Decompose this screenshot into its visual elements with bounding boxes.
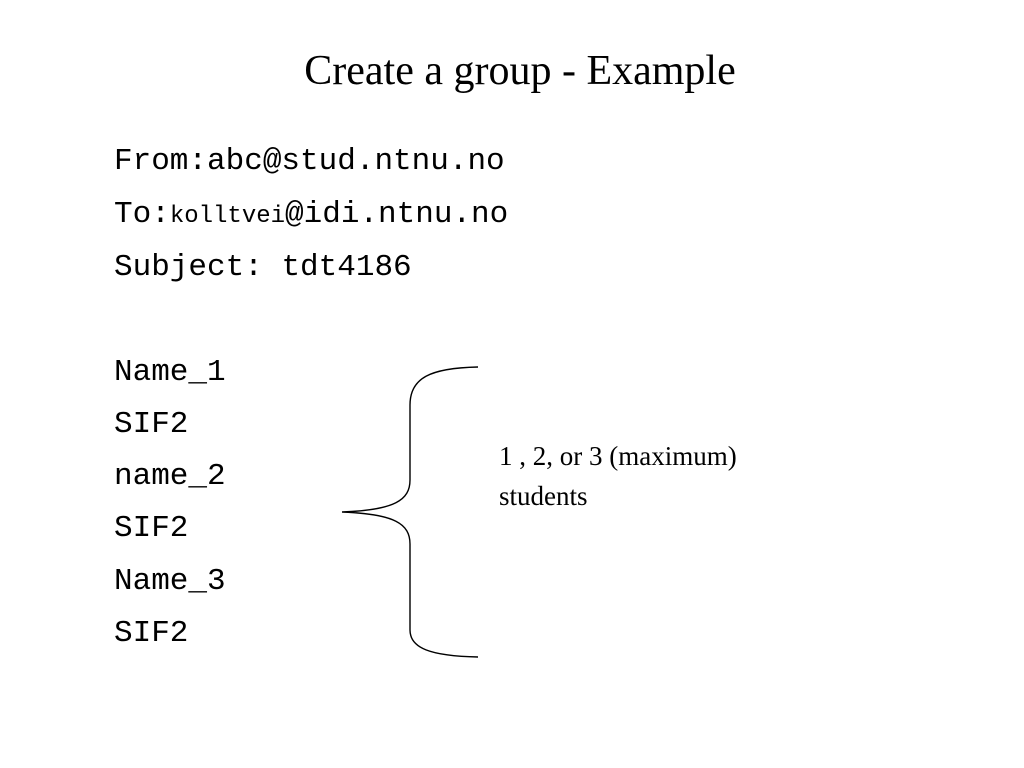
member-name-2: name_2	[114, 459, 226, 494]
from-line: From:abc@stud.ntnu.no	[114, 142, 505, 182]
to-line: To:kolltvei@idi.ntnu.no	[114, 195, 508, 237]
group-size-note: 1 , 2, or 3 (maximum) students	[499, 436, 737, 516]
member-program-2: SIF2	[114, 511, 189, 546]
to-domain: @idi.ntnu.no	[285, 197, 509, 232]
from-address: abc@stud.ntnu.no	[207, 144, 505, 179]
member-name-1: Name_1	[114, 355, 226, 390]
member-name-3: Name_3	[114, 564, 226, 599]
member-program-1: SIF2	[114, 407, 189, 442]
member-program-3: SIF2	[114, 616, 189, 651]
subject-label: Subject:	[114, 250, 263, 285]
slide-title: Create a group - Example	[304, 48, 736, 94]
note-line-2: students	[499, 481, 588, 511]
from-label: From:	[114, 144, 208, 179]
to-label: To:	[114, 197, 170, 232]
subject-line: Subject: tdt4186	[114, 248, 412, 288]
subject-value: tdt4186	[281, 250, 412, 285]
to-user: kolltvei	[169, 203, 286, 230]
note-line-1: 1 , 2, or 3 (maximum)	[499, 441, 737, 471]
